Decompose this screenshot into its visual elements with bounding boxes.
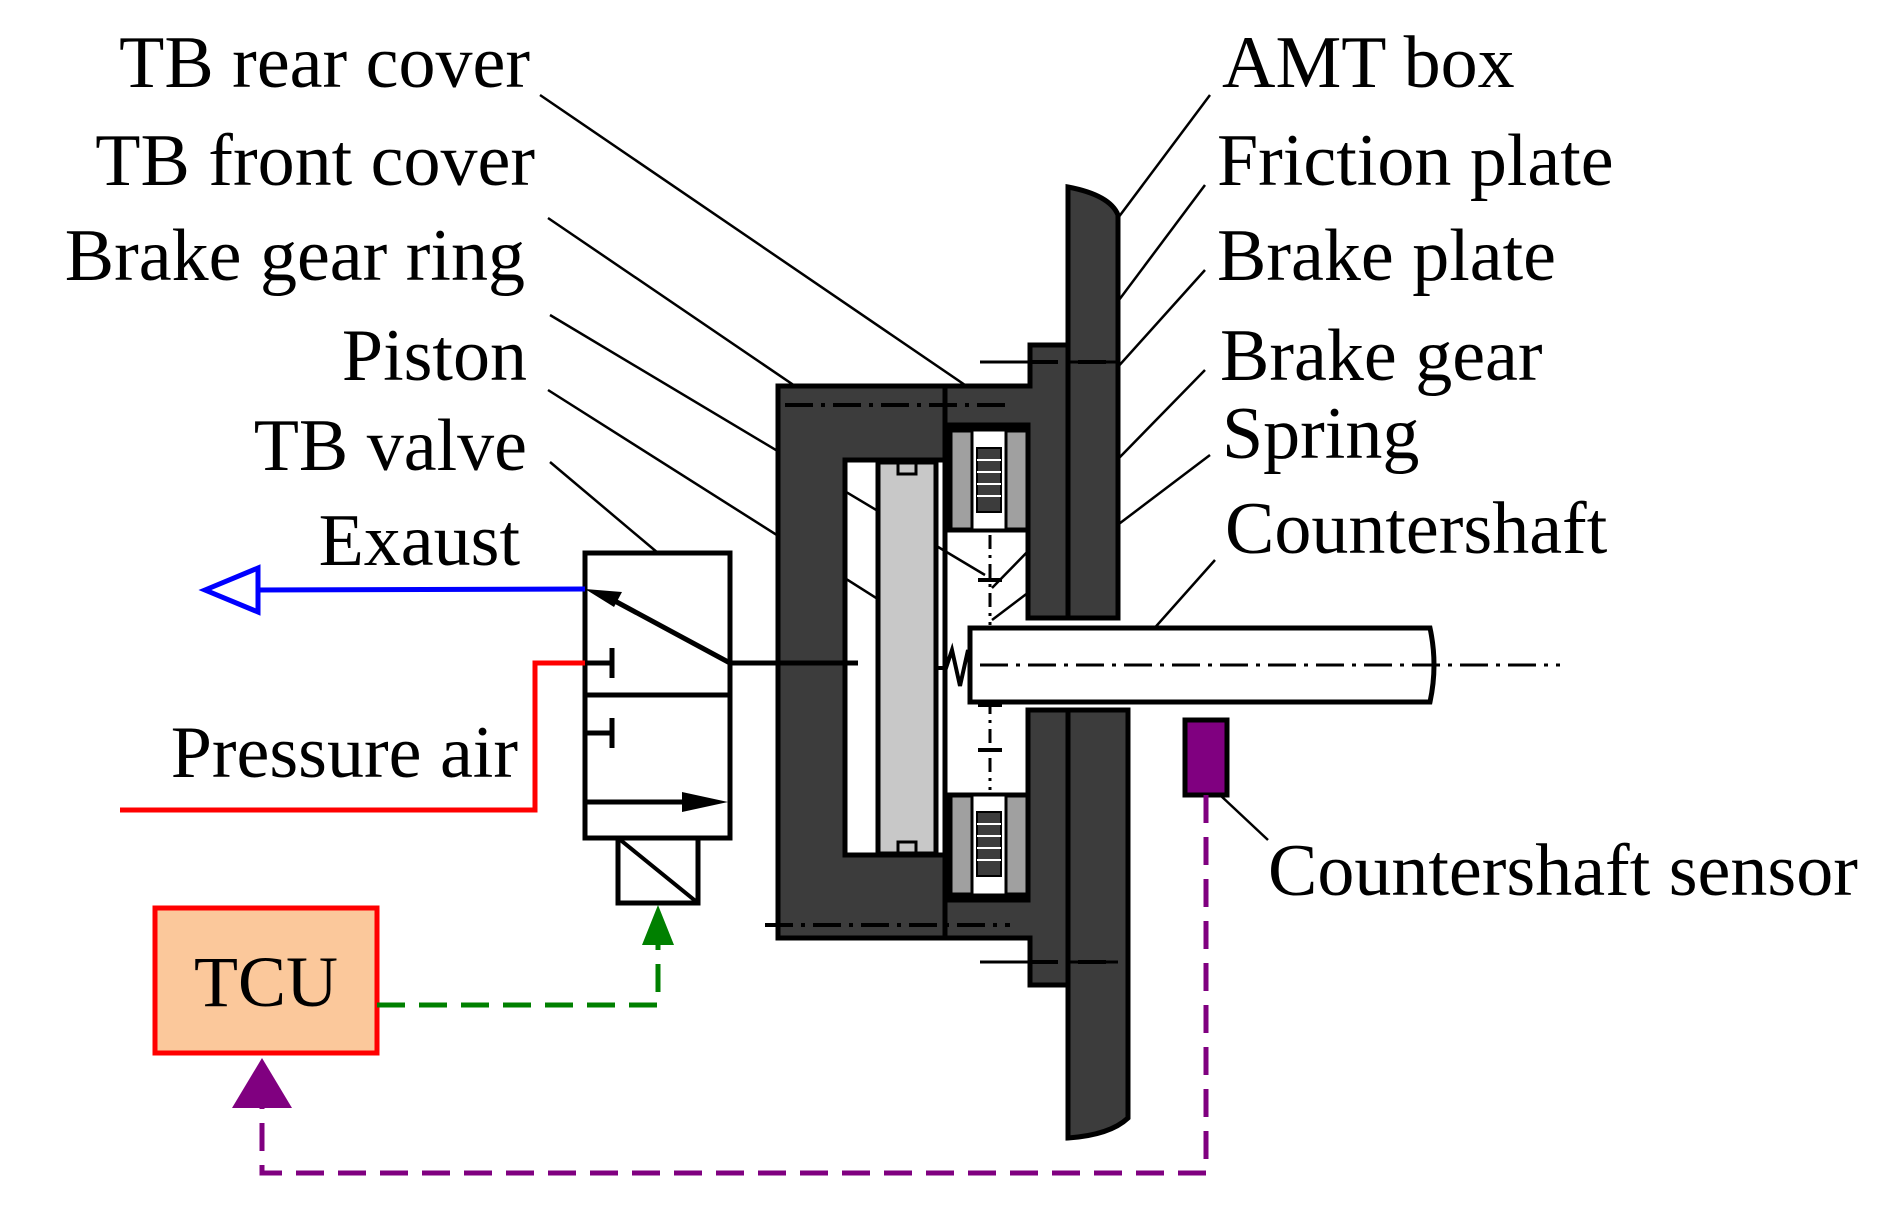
tb-valve: [582, 550, 733, 906]
friction-plate-pack-lower: [947, 792, 1031, 898]
tb-rear-cover-lower: [942, 707, 1071, 988]
tcu-box: [152, 905, 380, 1056]
exhaust-line: [198, 564, 586, 616]
friction-plate-pack-upper: [947, 427, 1031, 533]
label-brake-plate: Brake plate: [1217, 215, 1556, 297]
tb-rear-cover-upper: [942, 342, 1071, 621]
tcu-label: TCU: [194, 942, 338, 1022]
amt-box-wall-lower: [1065, 707, 1131, 1141]
amt-box-wall-upper: [1065, 183, 1121, 621]
pressure-air-line: [120, 660, 585, 813]
label-exaust: Exaust: [319, 500, 521, 582]
label-amt-box: AMT box: [1222, 22, 1515, 104]
label-piston: Piston: [342, 315, 527, 397]
label-countershaft-sensor: Countershaft sensor: [1268, 830, 1858, 912]
label-tb-valve: TB valve: [254, 405, 527, 487]
piston: [875, 459, 939, 857]
brake-gear: [978, 535, 1002, 790]
piston-seal-bottom: [896, 840, 918, 856]
piston-seal-top: [896, 460, 918, 476]
label-brake-gear-ring: Brake gear ring: [65, 215, 525, 297]
tcu-control-signal: [377, 905, 674, 1008]
label-tb-front-cover: TB front cover: [95, 120, 535, 202]
countershaft-sensor: [1182, 717, 1230, 798]
label-pressure-air: Pressure air: [171, 712, 518, 794]
label-tb-rear-cover: TB rear cover: [119, 22, 530, 104]
label-countershaft: Countershaft: [1225, 488, 1608, 570]
sensor-signal: [232, 795, 1209, 1176]
label-friction-plate: Friction plate: [1217, 120, 1614, 202]
label-spring: Spring: [1222, 393, 1419, 475]
label-brake-gear: Brake gear: [1220, 315, 1543, 397]
countershaft: [967, 625, 1437, 705]
